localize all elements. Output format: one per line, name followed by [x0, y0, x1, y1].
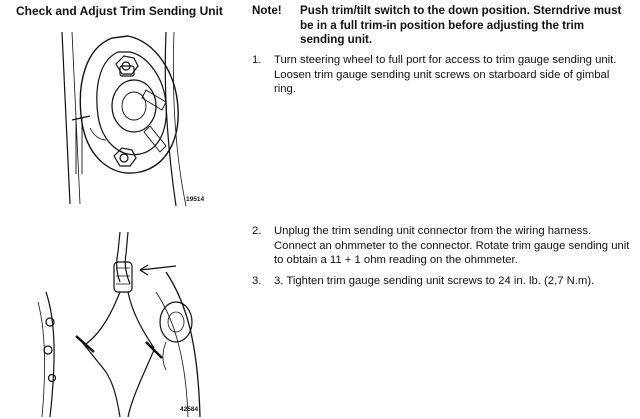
figure-number: 19514	[186, 196, 205, 203]
note-label: Note!	[252, 4, 282, 17]
section-title: Check and Adjust Trim Sending Unit	[16, 4, 223, 18]
note-text: Push trim/tilt switch to the down positi…	[300, 4, 622, 46]
step-2: 2. Unplug the trim sending unit connecto…	[252, 224, 632, 268]
step-number: 2.	[252, 225, 262, 237]
step-3: 3. 3. Tighten trim gauge sending unit sc…	[252, 274, 632, 289]
step-text: 3. Tighten trim gauge sending unit screw…	[274, 275, 595, 287]
step-text: Unplug the trim sending unit connector f…	[274, 225, 630, 266]
step-text: Turn steering wheel to full port for acc…	[274, 54, 617, 95]
note-block: Note! Push trim/tilt switch to the down …	[252, 4, 630, 48]
figure-ohmmeter-connection	[37, 232, 201, 417]
step-1: 1. Turn steering wheel to full port for …	[252, 53, 632, 97]
figure-gimbal-sending-unit	[61, 31, 187, 207]
step-number: 3.	[252, 275, 262, 287]
figure-number: 42584	[180, 406, 199, 413]
step-number: 1.	[252, 54, 262, 66]
